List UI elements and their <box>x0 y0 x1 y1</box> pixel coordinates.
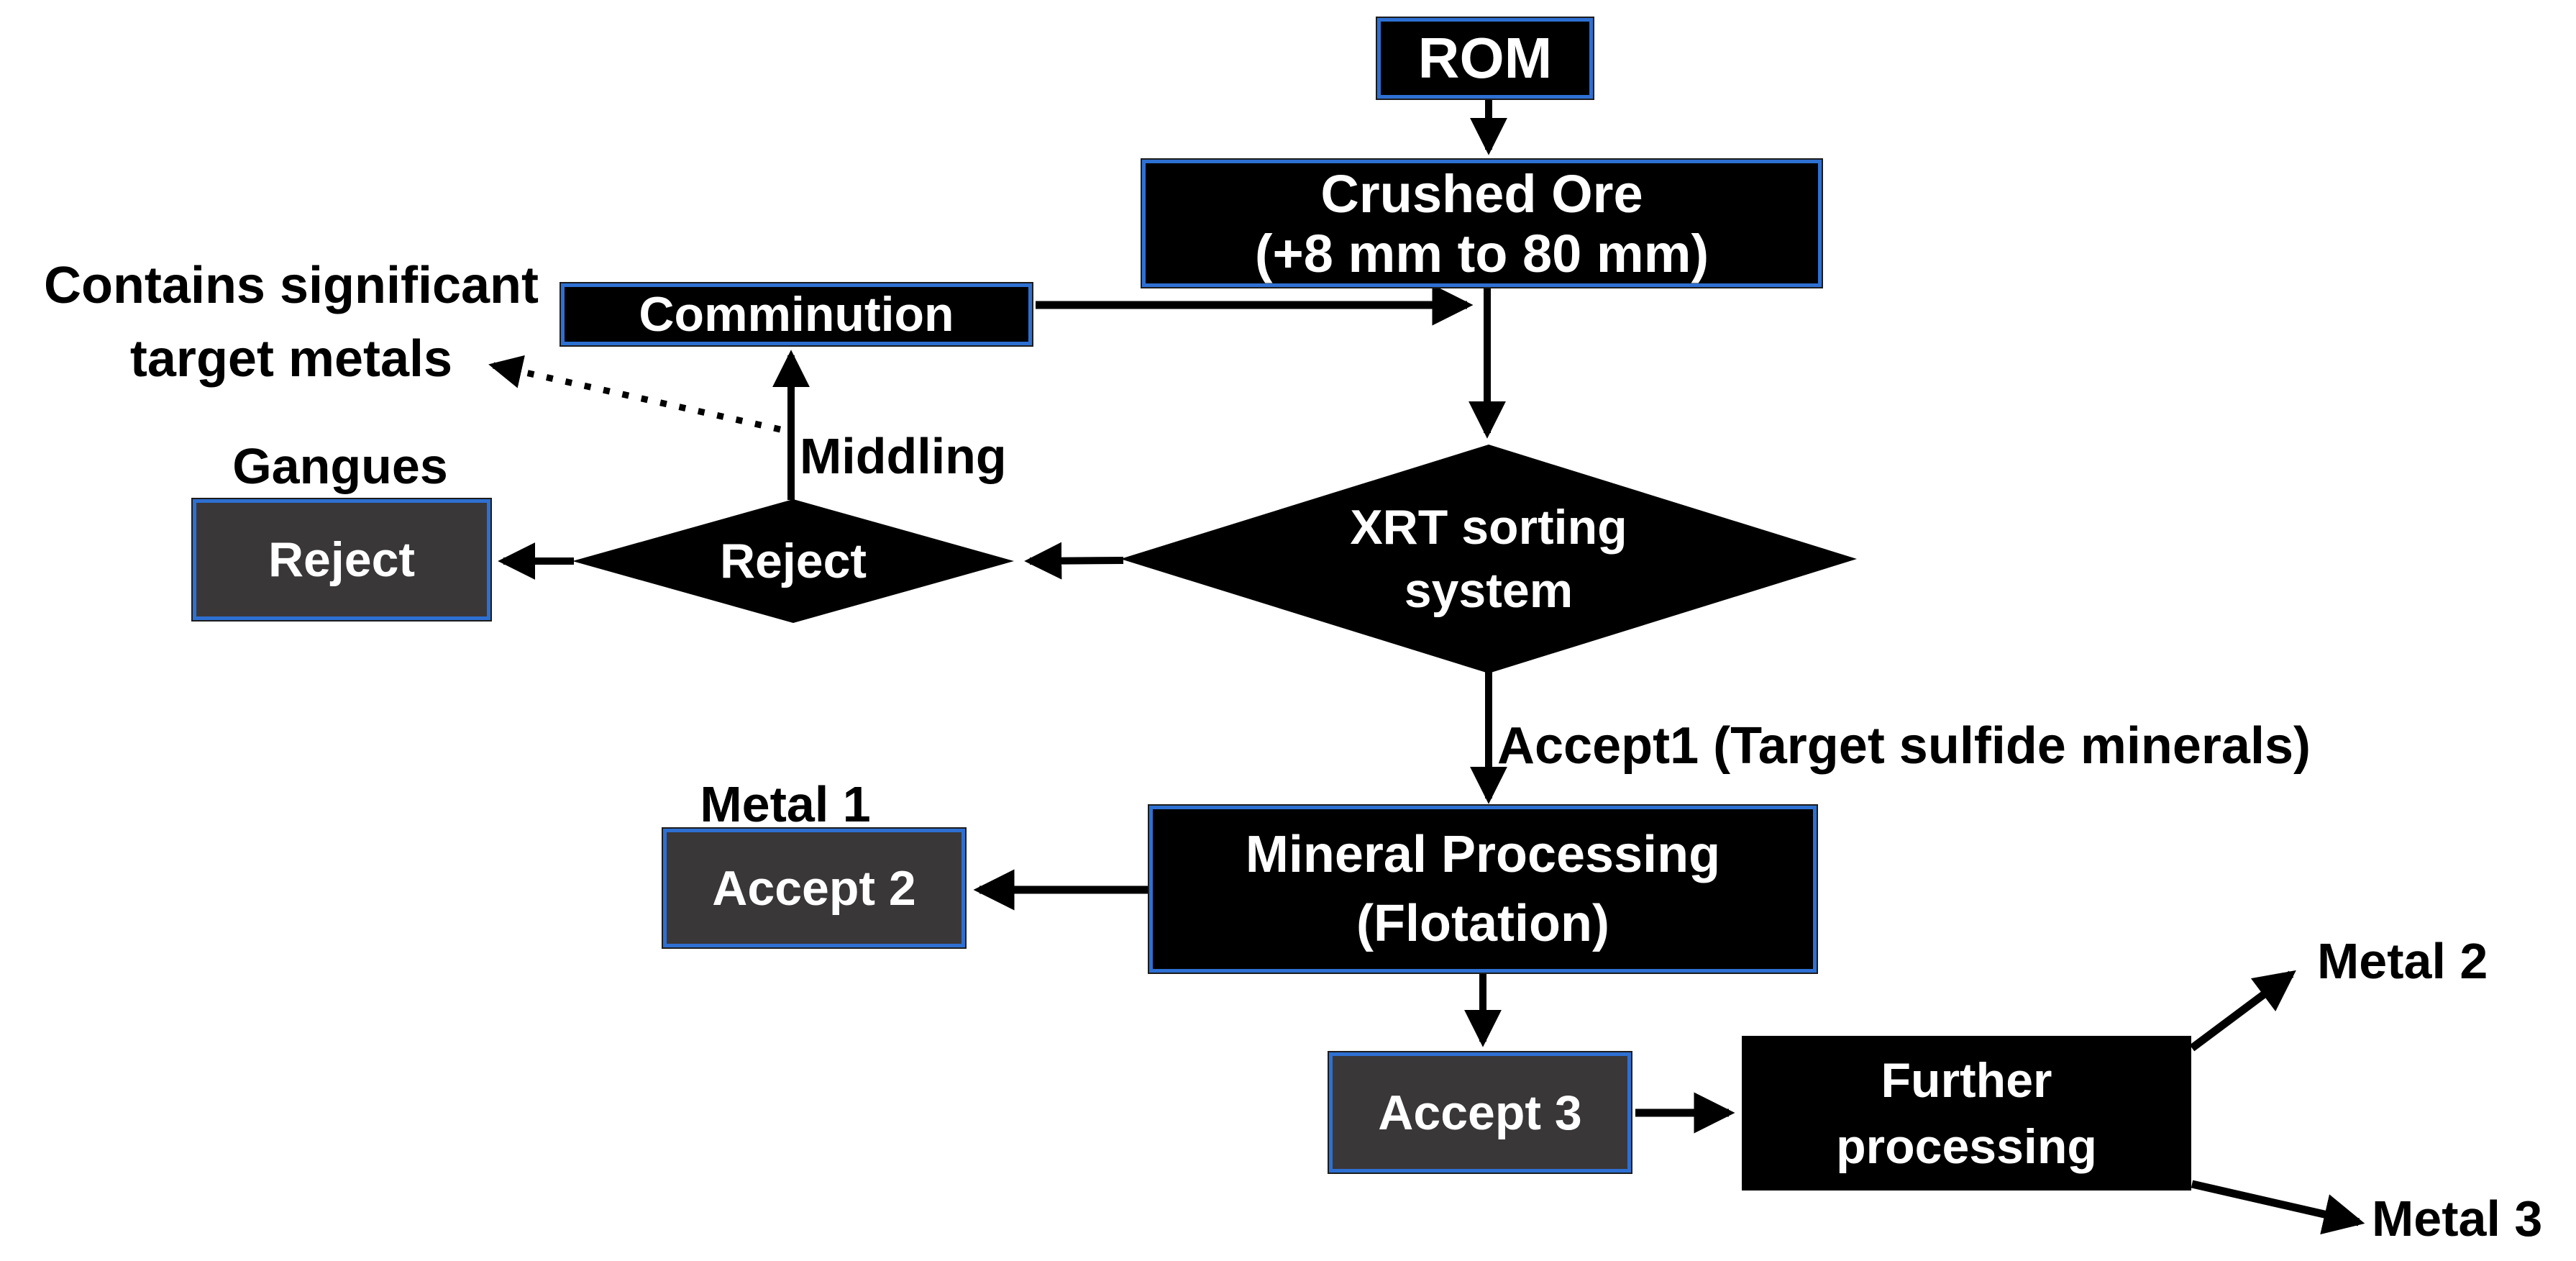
accept3-box: Accept 3 <box>1328 1051 1632 1174</box>
reject-diamond: Reject <box>572 499 1014 623</box>
rom-node: ROM <box>1376 17 1594 100</box>
gangues-label: Gangues <box>232 438 448 494</box>
arrow-further-processing-to-metal2 <box>2189 970 2296 1052</box>
accept2-box: Accept 2 <box>662 827 967 949</box>
metal2-label: Metal 2 <box>2317 933 2488 989</box>
metal3-label: Metal 3 <box>2372 1191 2543 1247</box>
further-processing-node: Further processing <box>1742 1036 2191 1191</box>
metal1-label: Metal 1 <box>700 776 871 832</box>
contains-significant-label: Contains significant target metals <box>43 257 539 388</box>
middling-label: Middling <box>800 428 1007 484</box>
xrt-sorting-diamond: XRT sorting system <box>1120 445 1857 673</box>
comminution-node: Comminution <box>559 282 1033 347</box>
reject-output-box: Reject <box>191 498 492 622</box>
arrow-further-processing-to-metal3 <box>2191 1180 2365 1235</box>
arrow-xrt-to-reject-diamond <box>1024 542 1124 580</box>
mineral-processing-node: Mineral Processing (Flotation) <box>1148 804 1818 974</box>
accept1-label: Accept1 (Target sulfide minerals) <box>1497 717 2311 775</box>
crushed-ore-node: Crushed Ore (+8 mm to 80 mm) <box>1141 158 1823 288</box>
